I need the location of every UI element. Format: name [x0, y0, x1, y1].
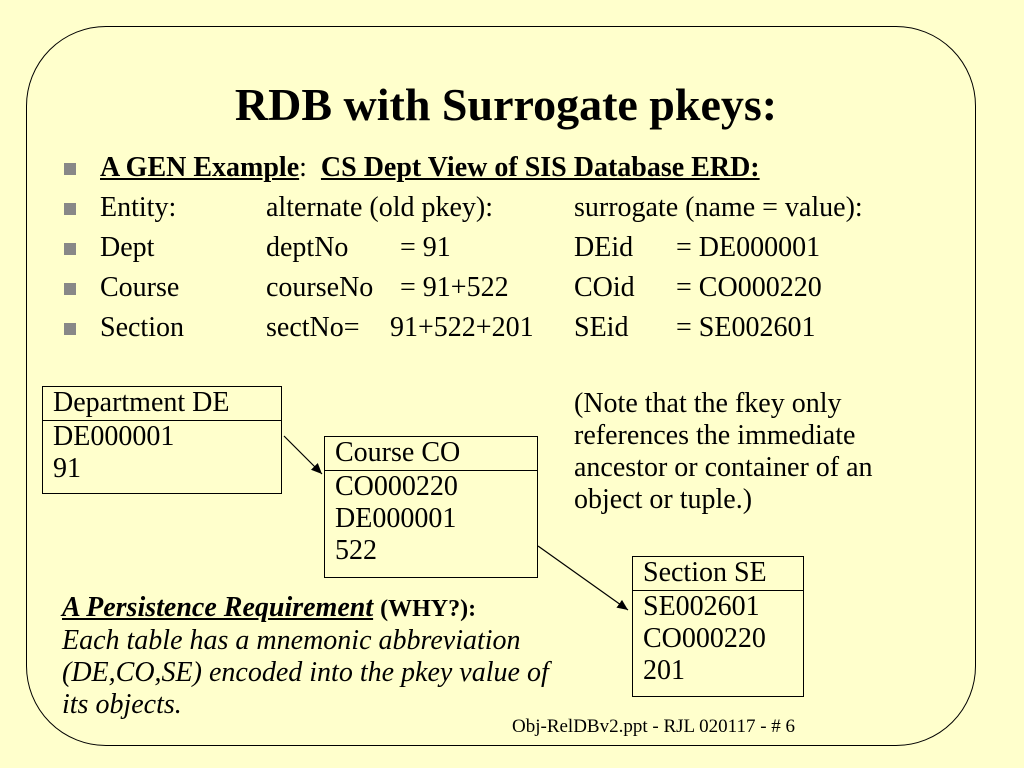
table-value: CO000220 — [643, 623, 766, 654]
bullet-square-icon — [64, 163, 76, 175]
table-value: 522 — [335, 535, 377, 566]
surrogate-key-value: = SE002601 — [676, 312, 816, 343]
alt-key-value: 91+522+201 — [390, 312, 534, 343]
slide-title: RDB with Surrogate pkeys: — [234, 79, 778, 130]
entity-name: Section — [100, 312, 184, 343]
surrogate-key-value: = DE000001 — [676, 232, 821, 263]
bullet-square-icon — [64, 323, 76, 335]
alt-key-value: = 91 — [400, 232, 451, 263]
fkey-note: (Note that the fkey only references the … — [574, 388, 873, 515]
surrogate-key-name: COid — [574, 272, 635, 303]
header-alternate: alternate (old pkey): — [266, 192, 494, 223]
bullet-square-icon — [64, 203, 76, 215]
header-surrogate: surrogate (name = value): — [574, 192, 863, 223]
table-value: 201 — [643, 655, 685, 686]
surrogate-key-name: SEid — [574, 312, 629, 343]
example-label: A GEN Example — [100, 152, 300, 183]
bullet-square-icon — [64, 283, 76, 295]
alt-key-value: = 91+522 — [400, 272, 509, 303]
table-header: Section SE — [633, 557, 803, 591]
course-table: Course CO CO000220 DE000001 522 — [324, 436, 538, 578]
surrogate-key-value: = CO000220 — [676, 272, 822, 303]
persistence-body: Each table has a mnemonic abbreviation (… — [62, 625, 549, 720]
example-colon: : — [299, 152, 307, 183]
alt-key-name: courseNo — [266, 272, 374, 303]
table-value: SE002601 — [643, 591, 760, 622]
slide-footer: Obj-RelDBv2.ppt - RJL 020117 - # 6 — [512, 716, 796, 737]
department-table: Department DE DE000001 91 — [42, 386, 282, 494]
section-table: Section SE SE002601 CO000220 201 — [632, 556, 804, 697]
entity-name: Course — [100, 272, 180, 303]
persistence-block: A Persistence Requirement (WHY?): Each t… — [62, 592, 582, 721]
alt-key-name: deptNo — [266, 232, 349, 263]
bullet-square-icon — [64, 243, 76, 255]
alt-key-name: sectNo= — [266, 312, 360, 343]
arrow-department-to-course — [283, 435, 323, 475]
surrogate-key-name: DEid — [574, 232, 634, 263]
table-value: DE000001 — [53, 421, 175, 452]
header-entity: Entity: — [100, 192, 177, 223]
persistence-heading: A Persistence Requirement — [62, 592, 374, 623]
example-heading: CS Dept View of SIS Database ERD: — [320, 152, 760, 183]
arrow-course-to-section — [537, 545, 629, 611]
table-header: Department DE — [43, 387, 281, 421]
persistence-why: (WHY?): — [380, 596, 477, 622]
table-value: 91 — [53, 453, 81, 484]
table-value: CO000220 — [335, 471, 458, 502]
table-header: Course CO — [325, 437, 537, 471]
slide-frame — [26, 26, 976, 746]
entity-name: Dept — [100, 232, 155, 263]
table-value: DE000001 — [335, 503, 457, 534]
